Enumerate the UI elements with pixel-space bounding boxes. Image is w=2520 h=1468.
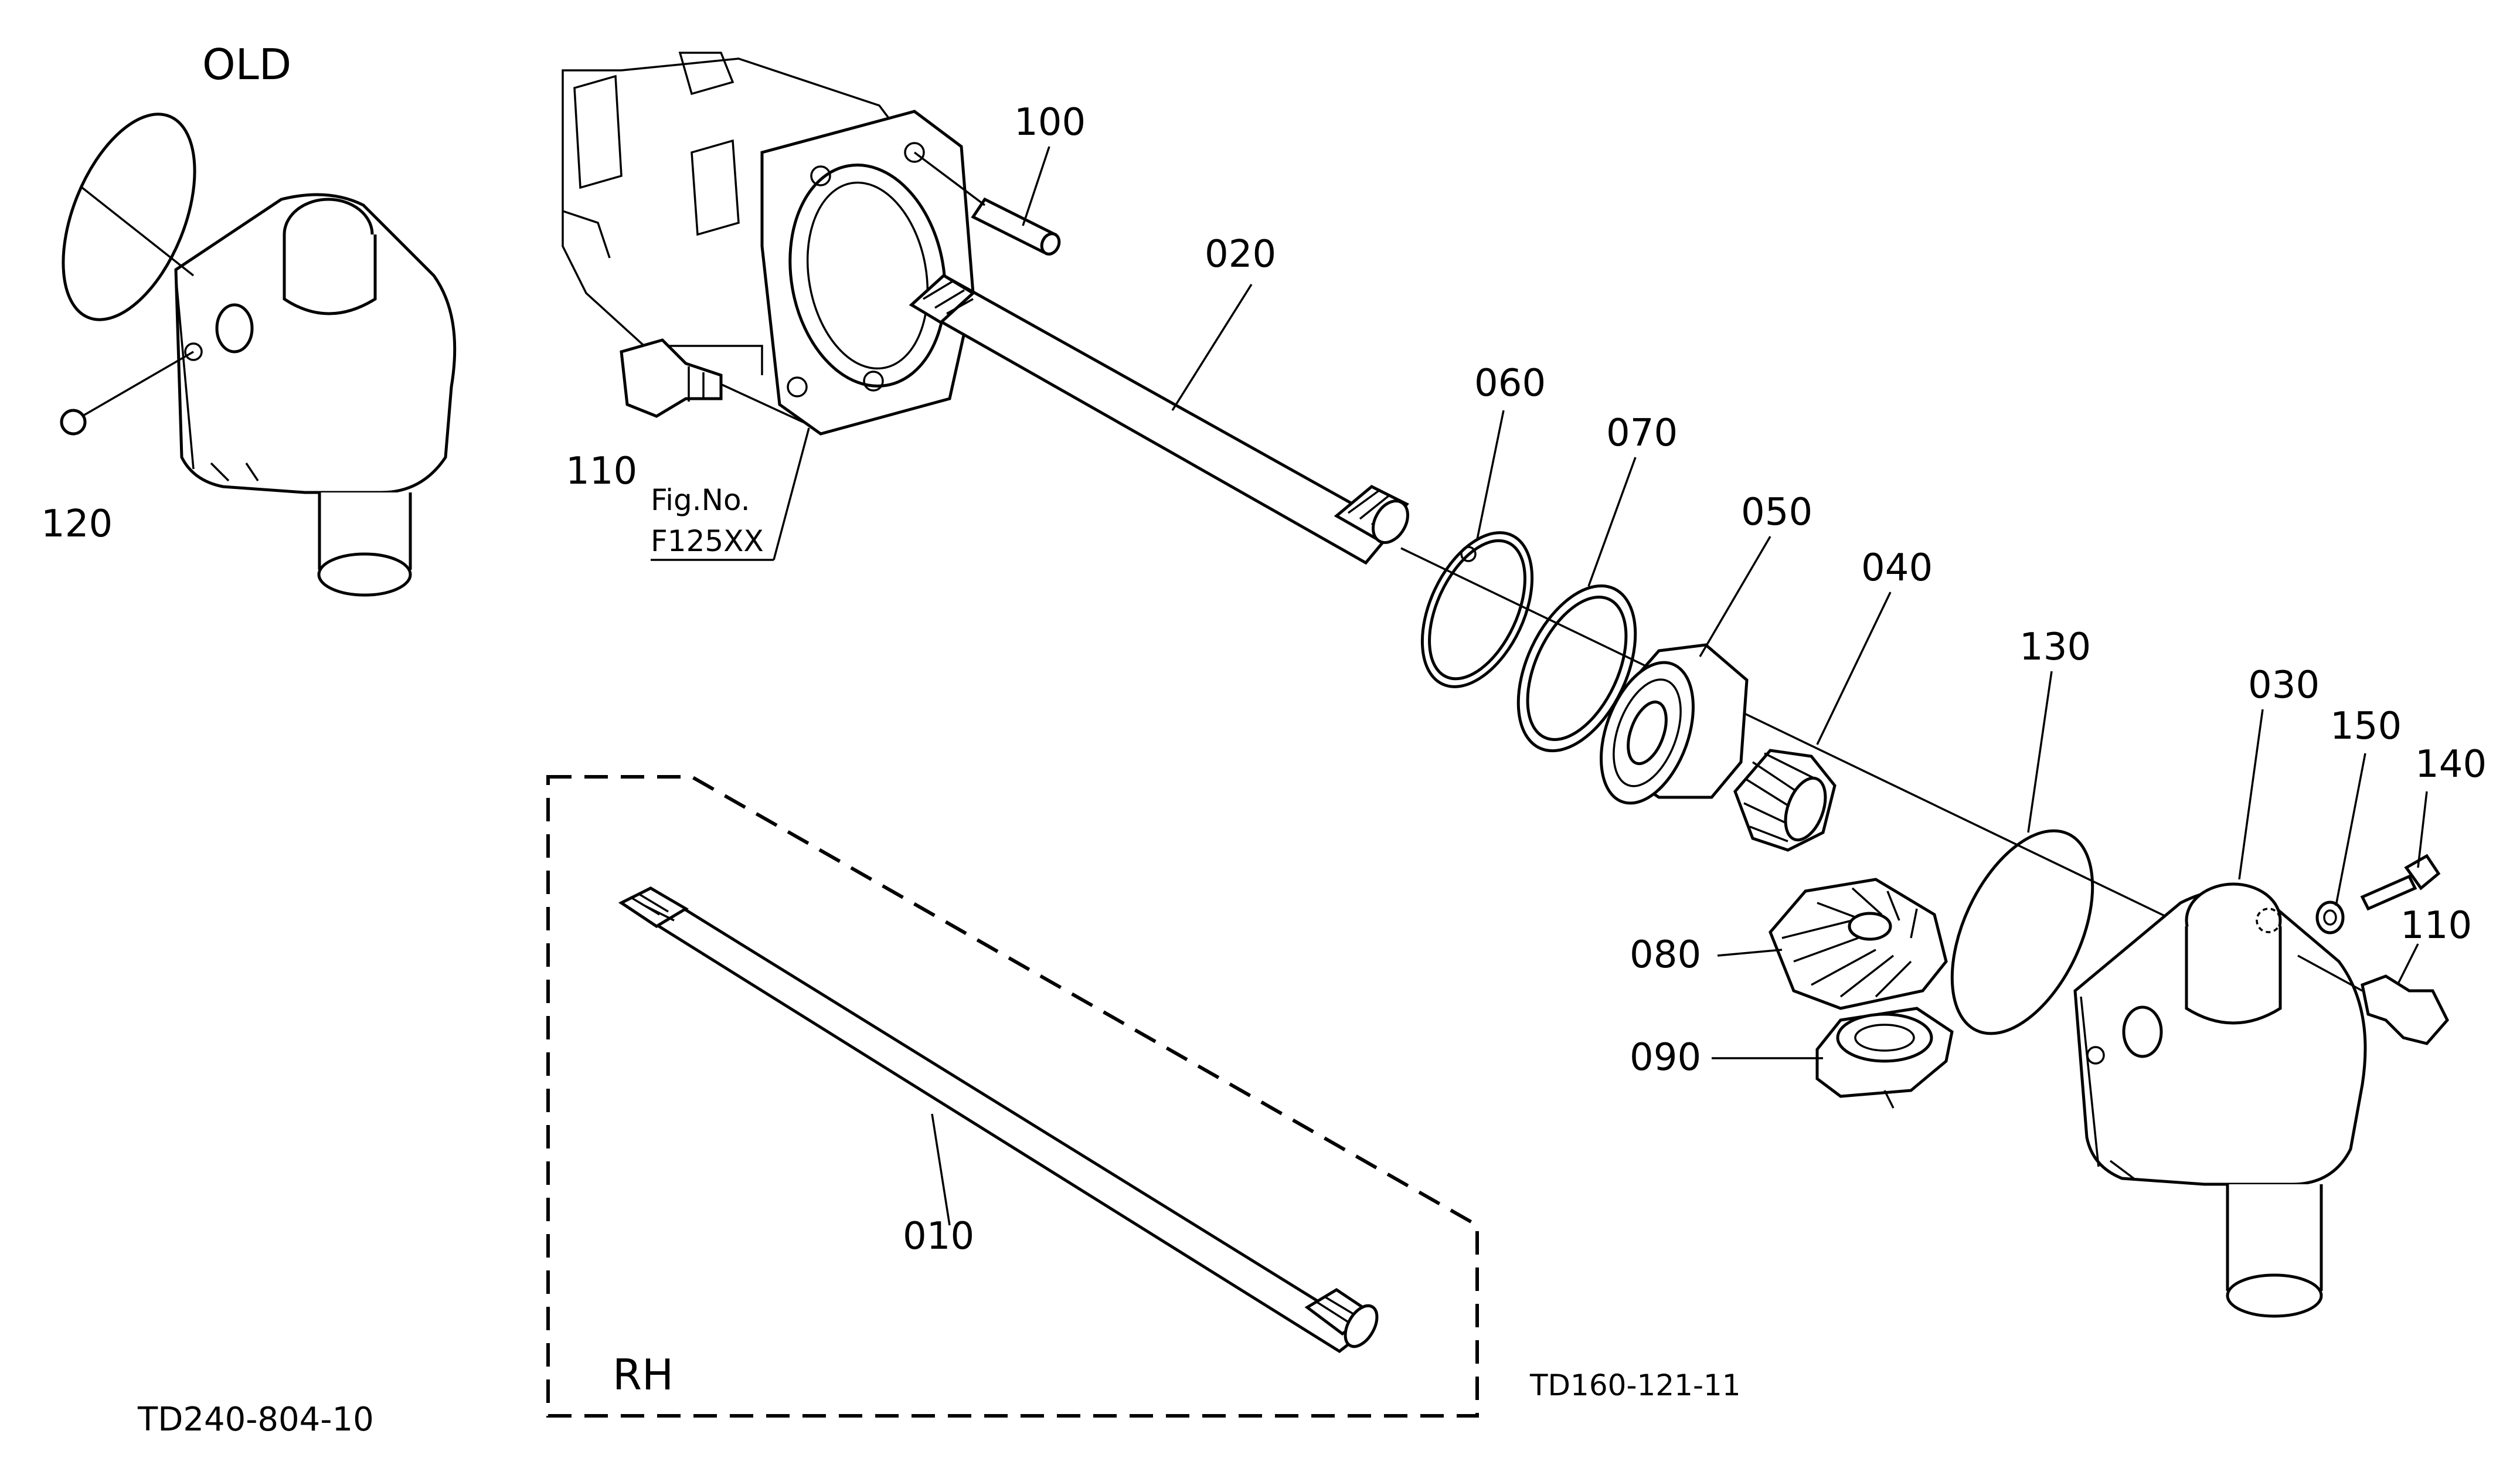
flange-hole-1 xyxy=(810,165,831,186)
shaft-020 xyxy=(909,273,1409,565)
old-housing-pipe xyxy=(283,235,377,315)
leader-lines xyxy=(931,146,2428,1226)
bevel-gear-040 xyxy=(1733,749,1837,852)
callout-080: 080 xyxy=(1630,933,1701,977)
callout-110-left: 110 xyxy=(566,450,637,493)
bearing-050 xyxy=(1600,643,1749,805)
bevel-gear-080 xyxy=(1769,878,1948,1010)
callout-140: 140 xyxy=(2415,743,2487,786)
o-ring-130 xyxy=(1950,829,2094,1035)
callout-040: 040 xyxy=(1861,546,1933,590)
callout-130: 130 xyxy=(2019,626,2091,669)
flange-hole-4 xyxy=(863,371,884,392)
flange-hole-3 xyxy=(787,376,808,397)
old-housing-body xyxy=(174,193,457,494)
bearing-090 xyxy=(1815,1007,1954,1109)
variant-label-old: OLD xyxy=(202,40,291,89)
circlip-060 xyxy=(1420,531,1534,688)
axle-case-assembly xyxy=(562,52,1061,561)
footer-left-code: TD240-804-10 xyxy=(137,1401,374,1439)
bolt-140 xyxy=(2360,854,2441,911)
callout-150: 150 xyxy=(2330,705,2402,748)
plug-120 xyxy=(60,409,87,436)
old-housing-assembly xyxy=(60,113,457,597)
footer-right-code: TD160-121-11 xyxy=(1529,1368,1741,1402)
rh-group-boundary xyxy=(546,775,1479,1418)
ring-070 xyxy=(1516,584,1637,753)
callout-010: 010 xyxy=(903,1215,974,1258)
callout-090: 090 xyxy=(1630,1036,1701,1079)
fig-ref-leader xyxy=(773,427,810,560)
callout-050: 050 xyxy=(1741,491,1812,534)
group-label-rh: RH xyxy=(613,1350,674,1399)
shaft-010 xyxy=(618,886,1379,1354)
old-housing-neck-end xyxy=(317,552,412,597)
washer-150 xyxy=(2315,900,2345,935)
callout-120: 120 xyxy=(41,502,113,546)
old-housing-hole xyxy=(184,342,203,361)
callout-100: 100 xyxy=(1014,101,1086,144)
callout-070: 070 xyxy=(1606,412,1678,455)
callout-060: 060 xyxy=(1474,362,1546,405)
breather-plug-110 xyxy=(620,338,723,418)
fig-ref-line2: F125XX xyxy=(651,524,764,558)
flange-hole-2 xyxy=(904,142,925,163)
fig-ref-line1: Fig.No. xyxy=(651,483,750,517)
callout-110-right: 110 xyxy=(2400,904,2472,947)
old-housing-side-boss xyxy=(215,303,254,354)
callout-030: 030 xyxy=(2248,664,2320,707)
housing-030 xyxy=(2073,882,2367,1318)
callout-020: 020 xyxy=(1205,233,1276,276)
o-ring-120-old xyxy=(62,113,196,321)
flange-bore xyxy=(788,164,947,388)
